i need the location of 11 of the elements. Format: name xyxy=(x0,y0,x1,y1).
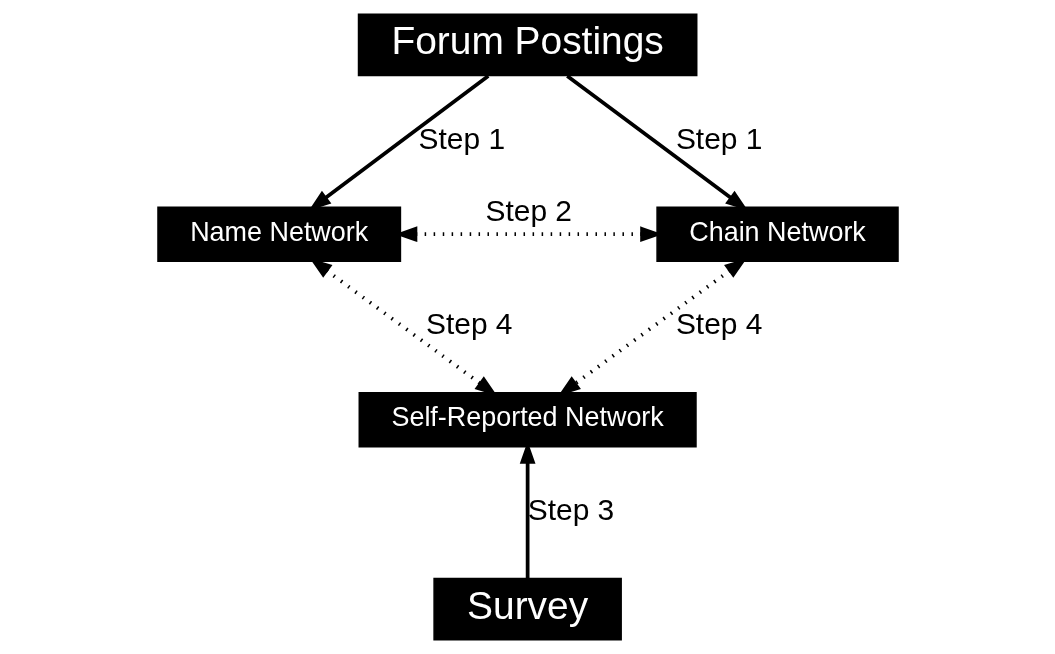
edge-label: Step 1 xyxy=(418,121,505,155)
edge-label: Step 4 xyxy=(425,307,513,341)
node-box: Chain Network xyxy=(655,206,899,262)
node-box: Self-Reported Network xyxy=(358,392,697,448)
node-box: Forum Postings xyxy=(357,13,697,77)
node-box: Survey xyxy=(432,577,622,641)
edge-label: Step 1 xyxy=(675,121,762,155)
edge-label: Step 2 xyxy=(484,193,572,227)
edge-label: Step 3 xyxy=(527,493,614,527)
edge-label: Step 4 xyxy=(675,307,762,341)
node-box: Name Network xyxy=(156,206,401,262)
